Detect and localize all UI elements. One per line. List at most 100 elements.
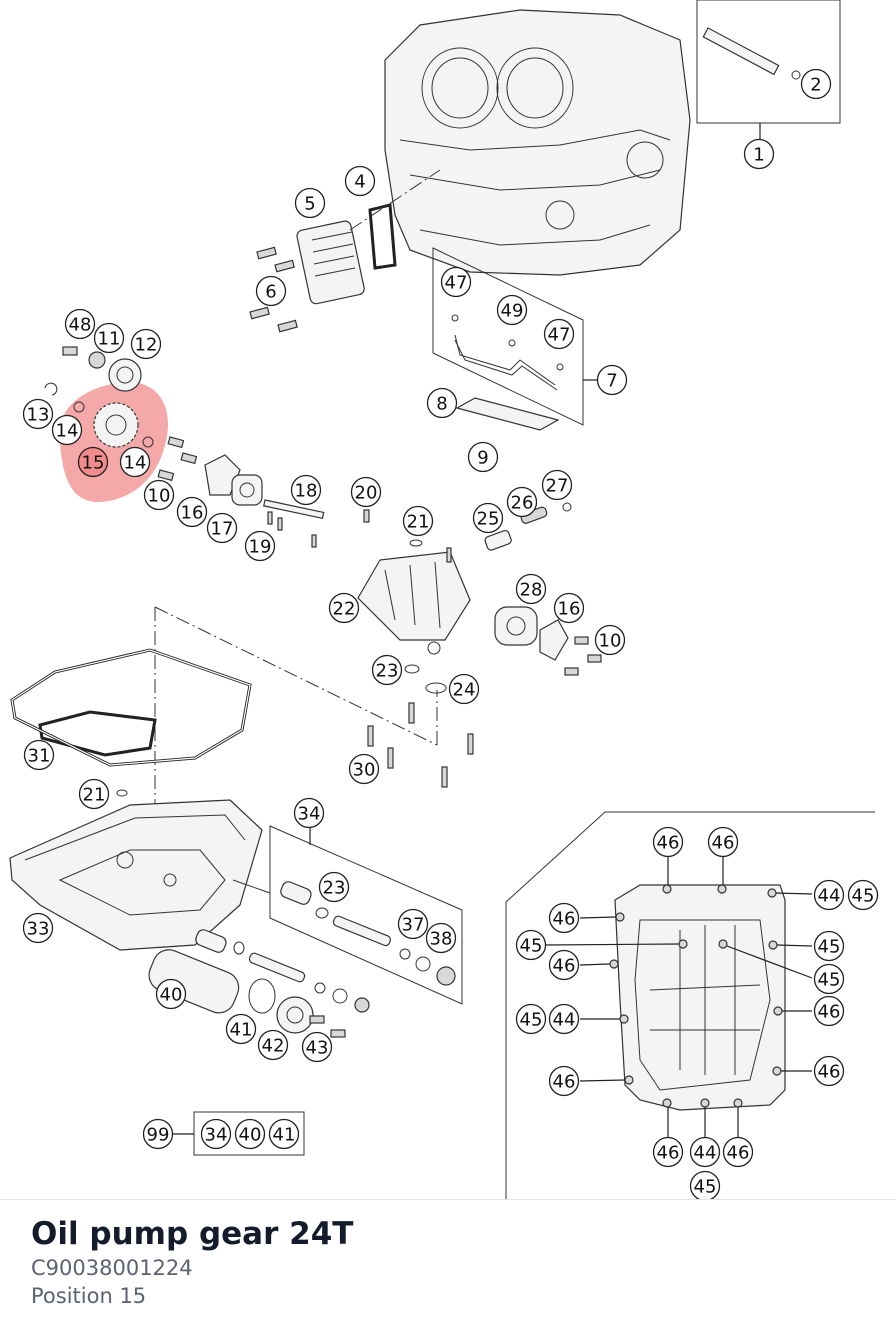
callout-38[interactable]: 38 <box>425 922 457 954</box>
callout-21[interactable]: 21 <box>78 778 110 810</box>
callout-16[interactable]: 16 <box>553 592 585 624</box>
callout-label: 47 <box>445 273 468 294</box>
callout-48[interactable]: 48 <box>64 308 96 340</box>
callout-27[interactable]: 27 <box>541 469 573 501</box>
callout-label: 45 <box>520 936 543 957</box>
callout-label: 8 <box>436 394 447 415</box>
callout-23[interactable]: 23 <box>318 871 350 903</box>
callout-45[interactable]: 45 <box>813 930 845 962</box>
callout-47[interactable]: 47 <box>543 318 575 350</box>
callout-label: 41 <box>273 1125 296 1146</box>
callout-label: 99 <box>147 1125 170 1146</box>
callout-28[interactable]: 28 <box>515 573 547 605</box>
callout-30[interactable]: 30 <box>348 753 380 785</box>
callout-5[interactable]: 5 <box>294 187 326 219</box>
callout-40[interactable]: 40 <box>155 978 187 1010</box>
callout-47[interactable]: 47 <box>440 266 472 298</box>
callout-19[interactable]: 19 <box>244 530 276 562</box>
callout-circle <box>548 949 580 981</box>
callout-41[interactable]: 41 <box>268 1118 300 1150</box>
callout-34[interactable]: 34 <box>200 1118 232 1150</box>
callout-26[interactable]: 26 <box>506 486 538 518</box>
callout-circle <box>707 826 739 858</box>
callout-44[interactable]: 44 <box>548 1003 580 1035</box>
callout-label: 25 <box>477 509 500 530</box>
callout-44[interactable]: 44 <box>813 879 845 911</box>
callout-11[interactable]: 11 <box>93 322 125 354</box>
callout-label: 9 <box>477 448 488 469</box>
callout-46[interactable]: 46 <box>813 995 845 1027</box>
callout-label: 27 <box>546 476 569 497</box>
callout-circle <box>652 826 684 858</box>
callout-label: 14 <box>124 453 147 474</box>
callout-20[interactable]: 20 <box>350 476 382 508</box>
callout-21[interactable]: 21 <box>402 505 434 537</box>
callout-99[interactable]: 99 <box>142 1118 174 1150</box>
callout-label: 24 <box>453 680 476 701</box>
callout-14[interactable]: 14 <box>119 446 151 478</box>
callout-42[interactable]: 42 <box>257 1029 289 1061</box>
callout-circle <box>548 1003 580 1035</box>
callout-circle <box>594 624 626 656</box>
callout-10[interactable]: 10 <box>143 479 175 511</box>
oil-pump-body <box>357 502 572 694</box>
callout-8[interactable]: 8 <box>426 387 458 419</box>
callout-23[interactable]: 23 <box>371 654 403 686</box>
callout-label: 23 <box>323 878 346 899</box>
callout-25[interactable]: 25 <box>472 502 504 534</box>
callout-37[interactable]: 37 <box>397 908 429 940</box>
callout-15[interactable]: 15 <box>77 446 109 478</box>
callout-49[interactable]: 49 <box>496 294 528 326</box>
callout-17[interactable]: 17 <box>206 512 238 544</box>
callout-6[interactable]: 6 <box>255 275 287 307</box>
detail-view-frame <box>505 811 875 1200</box>
callout-45[interactable]: 45 <box>689 1170 721 1201</box>
callout-circle <box>301 1031 333 1063</box>
callout-31[interactable]: 31 <box>23 739 55 771</box>
callout-7[interactable]: 7 <box>596 364 628 396</box>
callout-13[interactable]: 13 <box>22 398 54 430</box>
callout-45[interactable]: 45 <box>813 963 845 995</box>
callout-circle <box>22 398 54 430</box>
callout-10[interactable]: 10 <box>594 624 626 656</box>
callout-label: 45 <box>852 886 875 907</box>
callout-circle <box>689 1136 721 1168</box>
callout-24[interactable]: 24 <box>448 673 480 705</box>
callout-45[interactable]: 45 <box>847 879 879 911</box>
callout-16[interactable]: 16 <box>176 496 208 528</box>
callout-44[interactable]: 44 <box>689 1136 721 1168</box>
callout-46[interactable]: 46 <box>548 902 580 934</box>
callout-46[interactable]: 46 <box>722 1136 754 1168</box>
callout-4[interactable]: 4 <box>344 165 376 197</box>
callout-circle <box>402 505 434 537</box>
callout-46[interactable]: 46 <box>813 1055 845 1087</box>
callout-label: 46 <box>657 833 680 854</box>
callout-label: 46 <box>818 1062 841 1083</box>
callout-circle <box>23 739 55 771</box>
callout-34[interactable]: 34 <box>293 797 325 829</box>
callout-circle <box>268 1118 300 1150</box>
callout-18[interactable]: 18 <box>290 474 322 506</box>
callout-41[interactable]: 41 <box>225 1013 257 1045</box>
callout-45[interactable]: 45 <box>515 1003 547 1035</box>
item-34-box <box>269 825 463 1005</box>
callout-46[interactable]: 46 <box>548 1065 580 1097</box>
callout-label: 44 <box>694 1143 717 1164</box>
callout-46[interactable]: 46 <box>707 826 739 858</box>
callout-46[interactable]: 46 <box>548 949 580 981</box>
callout-46[interactable]: 46 <box>652 1136 684 1168</box>
callout-22[interactable]: 22 <box>328 592 360 624</box>
callout-label: 31 <box>28 746 51 767</box>
callout-40[interactable]: 40 <box>234 1118 266 1150</box>
callout-label: 6 <box>265 282 276 303</box>
callout-14[interactable]: 14 <box>51 414 83 446</box>
callout-9[interactable]: 9 <box>467 441 499 473</box>
callout-33[interactable]: 33 <box>22 912 54 944</box>
callout-2[interactable]: 2 <box>800 68 832 100</box>
callout-43[interactable]: 43 <box>301 1031 333 1063</box>
callout-45[interactable]: 45 <box>515 929 547 961</box>
callout-1[interactable]: 1 <box>743 138 775 170</box>
part-number: C90038001224 <box>31 1256 193 1280</box>
callout-12[interactable]: 12 <box>130 328 162 360</box>
callout-46[interactable]: 46 <box>652 826 684 858</box>
